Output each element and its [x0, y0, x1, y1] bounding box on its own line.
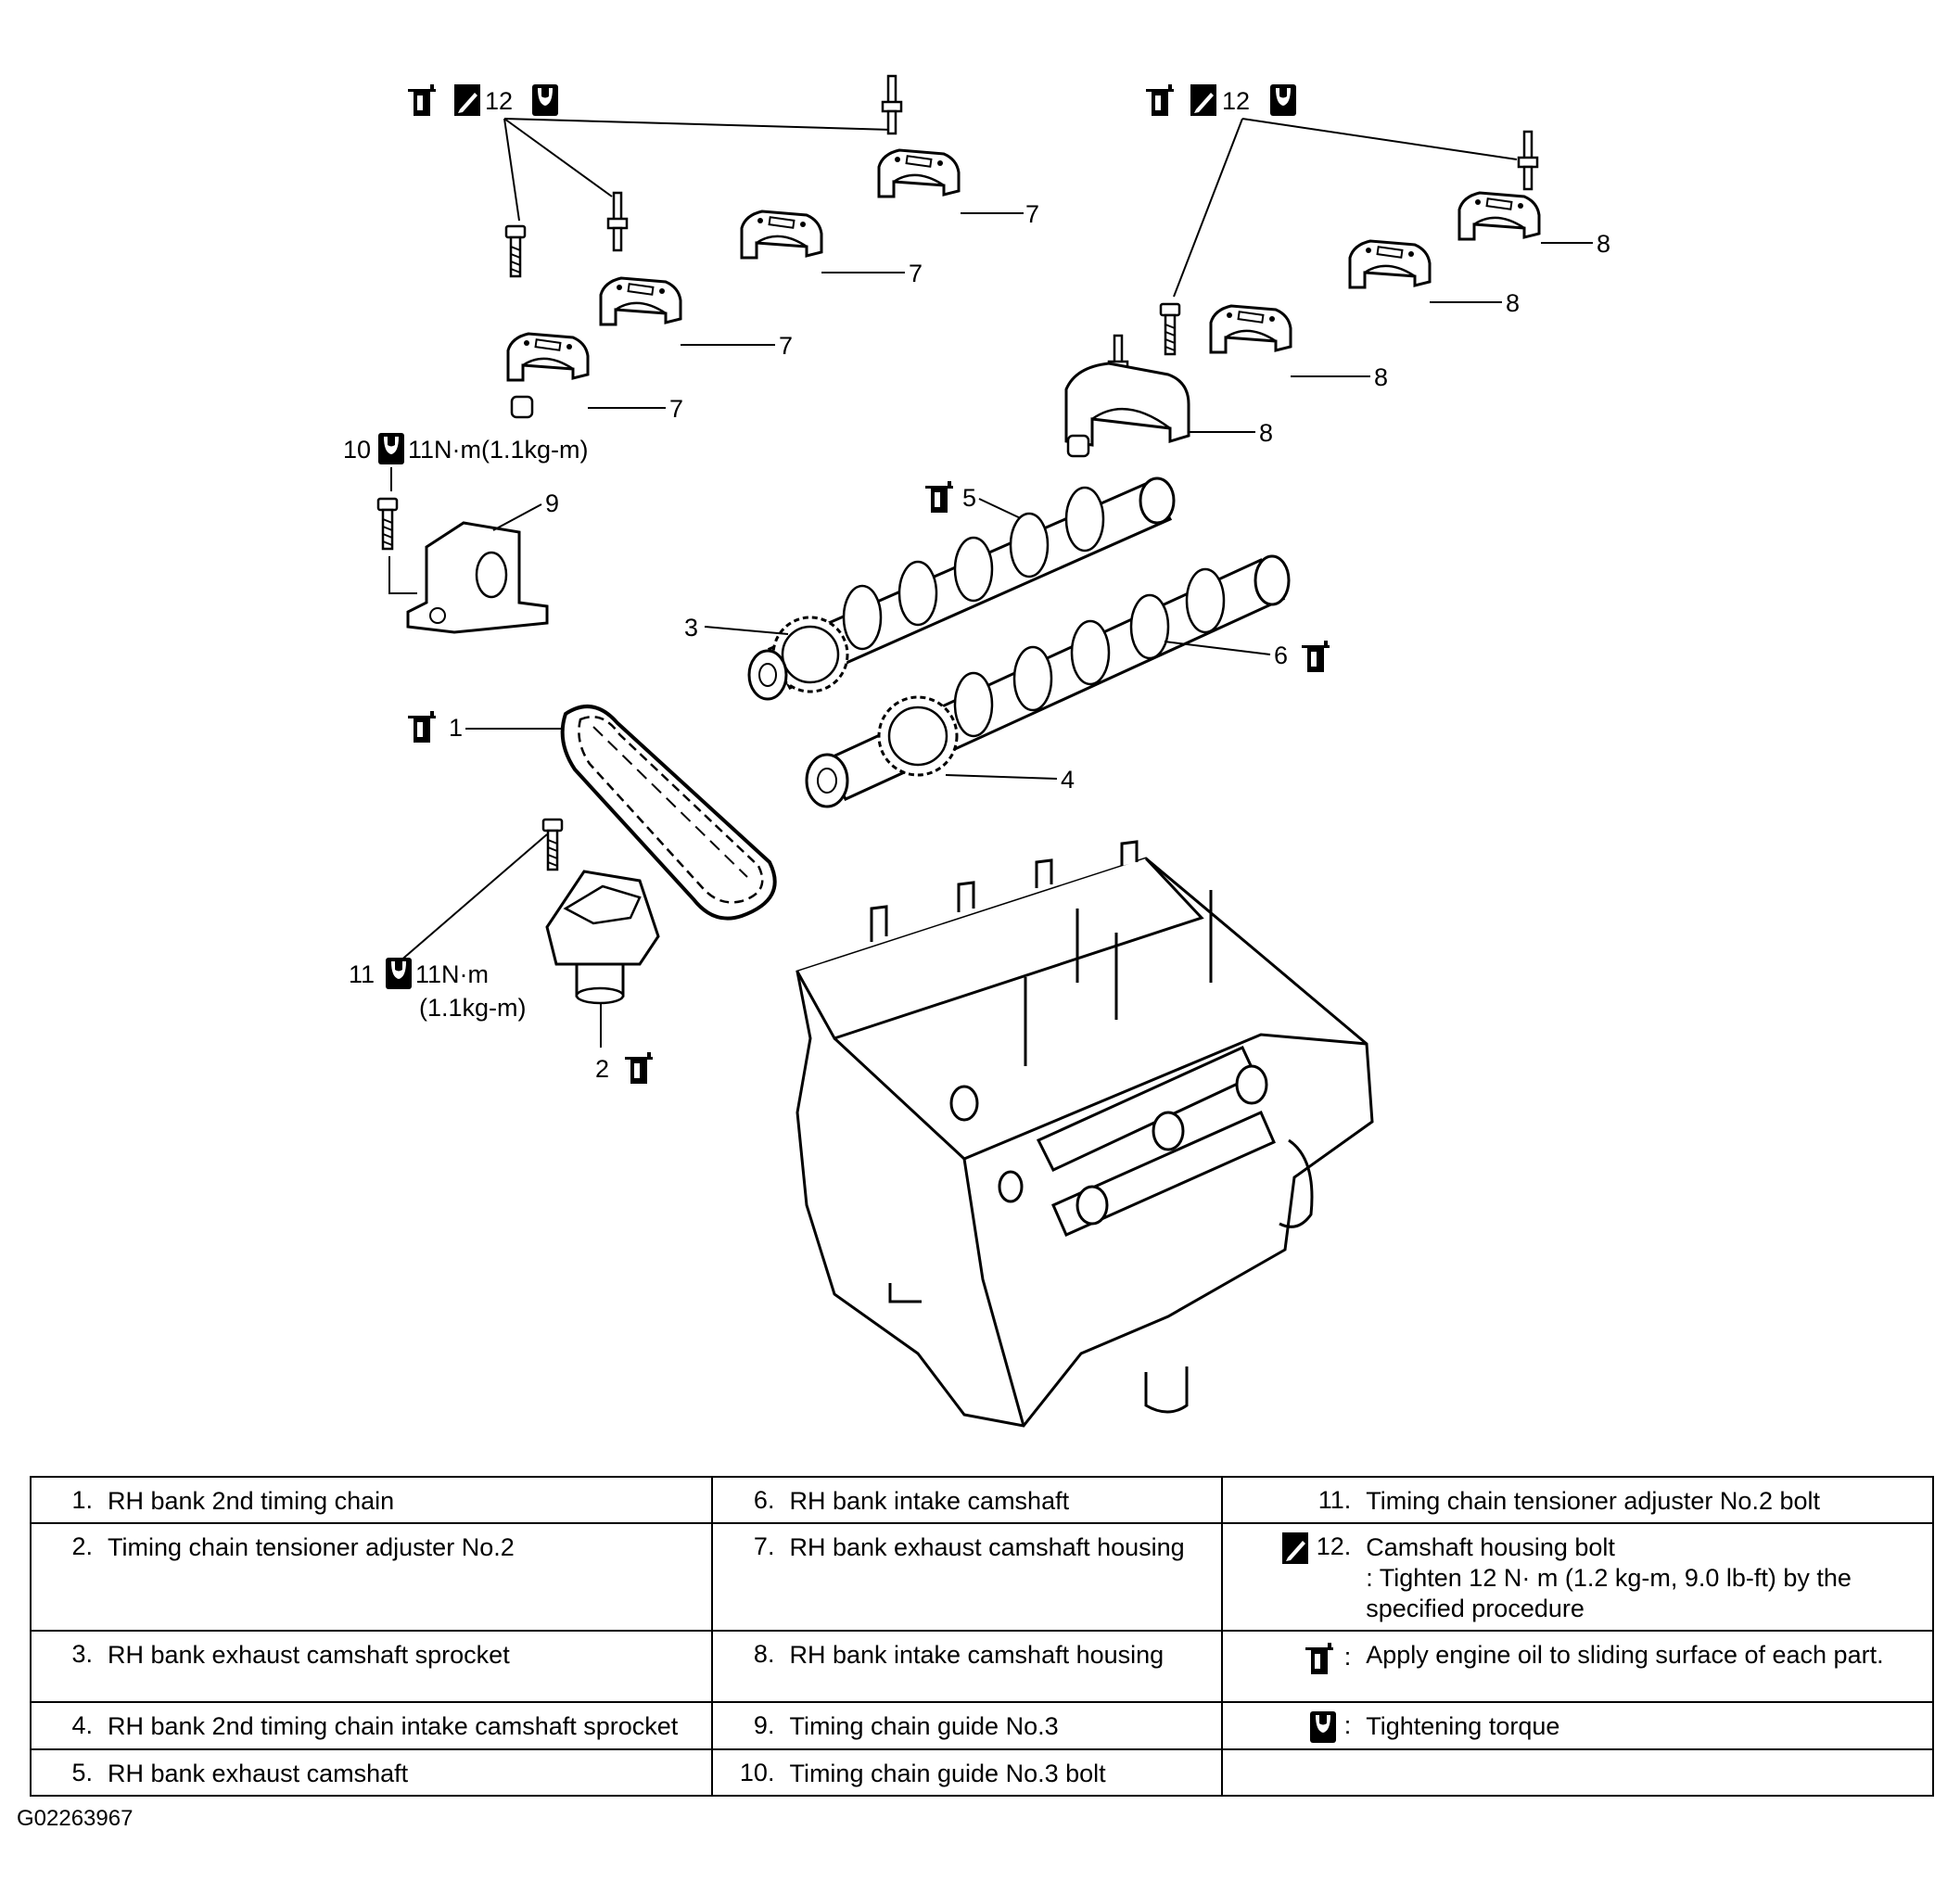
camshaft-housing-bolt	[504, 224, 527, 278]
torque-spec-10: 11N·m(1.1kg-m)	[408, 436, 589, 464]
tightening-torque-icon	[1310, 1711, 1337, 1743]
legend-item: 3.RH bank exhaust camshaft sprocket	[71, 1640, 510, 1669]
callout-12-right: 12	[1222, 87, 1250, 115]
oil-application-icon	[625, 1052, 653, 1084]
tightening-torque-icon	[386, 958, 412, 989]
tightening-procedure-icon	[1282, 1532, 1309, 1564]
legend-item: 11.Timing chain tensioner adjuster No.2 …	[1317, 1486, 1820, 1515]
intake-camshaft-housing-front	[1064, 362, 1190, 447]
legend-item: 4.RH bank 2nd timing chain intake camsha…	[71, 1711, 679, 1740]
callout-7: 7	[779, 332, 793, 360]
timing-chain	[560, 705, 777, 921]
callout-8: 8	[1506, 289, 1520, 317]
callout-7: 7	[909, 260, 923, 287]
legend-item: 6.RH bank intake camshaft	[753, 1486, 1070, 1515]
callout-7: 7	[669, 395, 683, 423]
legend-item: 7.RH bank exhaust camshaft housing	[753, 1532, 1185, 1561]
callout-10: 10	[343, 436, 371, 464]
timing-chain-tensioner-adjuster-no2	[545, 870, 660, 1005]
callout-6: 6	[1274, 642, 1288, 669]
callout-5: 5	[962, 484, 976, 512]
oil-application-icon	[1146, 84, 1174, 116]
callout-11: 11	[349, 960, 375, 988]
camshaft-housing-bolt	[881, 74, 903, 135]
oil-application-icon	[408, 84, 436, 116]
timing-chain-guide-bolt	[376, 497, 399, 551]
legend-item: 9.Timing chain guide No.3	[753, 1711, 1059, 1740]
oil-application-icon	[1302, 641, 1330, 672]
callout-3: 3	[684, 614, 698, 642]
callout-7: 7	[1025, 200, 1039, 228]
exhaust-camshaft-housing	[877, 148, 961, 198]
exhaust-camshaft-housing	[740, 210, 823, 260]
figure-code: G02263967	[17, 1806, 134, 1831]
intake-camshaft	[805, 554, 1291, 808]
legend-item: : Apply engine oil to sliding surface of…	[1230, 1640, 1925, 1677]
parts-legend-table: 1.RH bank 2nd timing chain 6.RH bank int…	[29, 1476, 1934, 1797]
engine-cylinder-head-assembly	[795, 840, 1374, 1428]
oil-application-icon	[408, 711, 436, 743]
callout-9: 9	[545, 489, 559, 517]
tightening-procedure-icon	[454, 84, 480, 116]
intake-camshaft-housing	[1457, 191, 1541, 241]
legend-item: 1.RH bank 2nd timing chain	[71, 1486, 395, 1515]
camshaft-housing-bolt	[606, 191, 629, 252]
exhaust-camshaft-housing	[506, 332, 590, 382]
timing-chain-guide-no3	[388, 521, 549, 634]
legend-item: 2.Timing chain tensioner adjuster No.2	[71, 1532, 515, 1561]
callout-8: 8	[1374, 363, 1388, 391]
callout-4: 4	[1061, 766, 1075, 794]
oil-application-icon	[925, 481, 953, 513]
intake-camshaft-housing	[1348, 239, 1432, 289]
camshaft-housing-bolt	[1159, 302, 1181, 356]
legend-item: 8.RH bank intake camshaft housing	[753, 1640, 1165, 1669]
callout-2: 2	[595, 1055, 609, 1083]
legend-item: 10.Timing chain guide No.3 bolt	[739, 1759, 1106, 1787]
oil-application-icon	[1305, 1643, 1334, 1674]
intake-camshaft-housing	[1209, 304, 1292, 354]
legend-item: : Tightening torque	[1230, 1711, 1925, 1743]
tightening-procedure-icon	[1190, 84, 1216, 116]
dowel-pin	[510, 395, 534, 419]
tightening-torque-icon	[532, 84, 558, 116]
legend-item: 5.RH bank exhaust camshaft	[71, 1759, 409, 1787]
dowel-pin	[1066, 434, 1090, 458]
callout-12-left: 12	[485, 87, 513, 115]
torque-spec-11: 11N·m	[415, 960, 489, 988]
callout-1: 1	[449, 714, 463, 742]
exhaust-camshaft-housing	[599, 276, 682, 326]
tightening-torque-icon	[1270, 84, 1296, 116]
legend-item: 12. Camshaft housing bolt: Tighten 12 N·…	[1230, 1532, 1925, 1624]
callout-8: 8	[1597, 230, 1610, 258]
tightening-torque-icon	[378, 433, 404, 464]
exhaust-camshaft	[747, 477, 1176, 701]
torque-spec-11-kgm: (1.1kg-m)	[419, 994, 527, 1022]
tensioner-adjuster-bolt	[541, 818, 564, 871]
camshaft-housing-bolt	[1517, 130, 1539, 191]
callout-8: 8	[1259, 419, 1273, 447]
exploded-camshaft-diagram: 12 12 7 7 7 7 8 8 8 8 10 11N·m(1.1kg-m)	[343, 74, 1610, 1428]
